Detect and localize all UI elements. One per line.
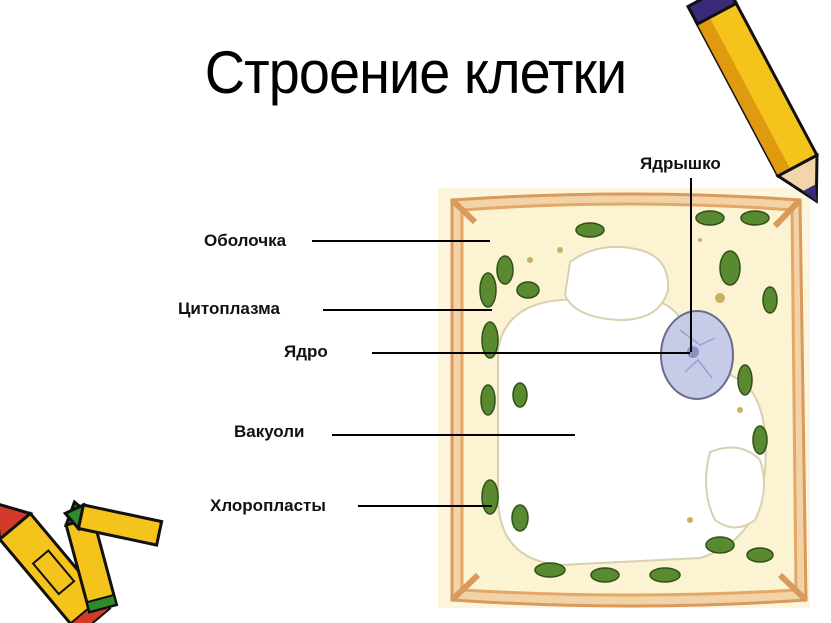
label-vacuoles: Вакуоли xyxy=(234,422,304,442)
pencil-icon xyxy=(688,0,831,211)
vacuole-right xyxy=(706,448,764,528)
plant-cell xyxy=(438,188,810,608)
crayons-icon xyxy=(0,491,162,623)
label-cytoplasm: Цитоплазма xyxy=(178,299,280,319)
label-nucleus: Ядро xyxy=(284,342,328,362)
label-membrane: Оболочка xyxy=(204,231,286,251)
label-chloroplasts: Хлоропласты xyxy=(210,496,326,516)
label-nucleolus: Ядрышко xyxy=(640,154,721,174)
vacuole-small xyxy=(565,247,668,320)
